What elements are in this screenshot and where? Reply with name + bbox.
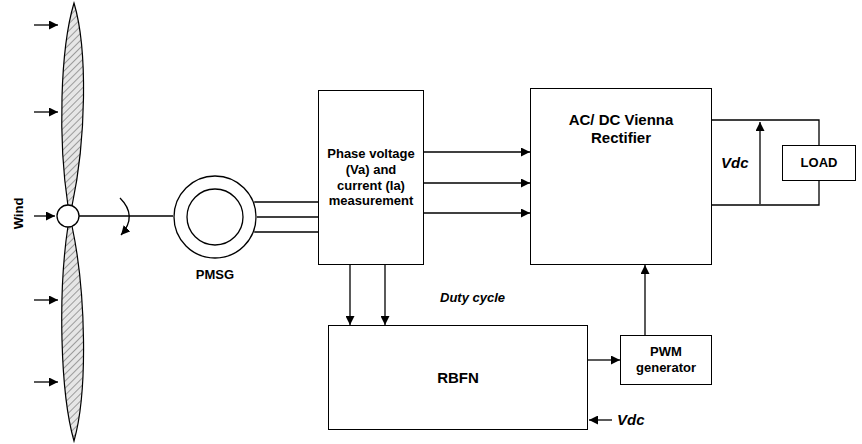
pwm-box: PWM generator: [620, 335, 712, 385]
signal-wire: [588, 359, 620, 360]
voltage-label: Vdc: [617, 411, 645, 428]
node-text: PWM generator: [625, 344, 707, 375]
signal-wire: [644, 265, 645, 335]
signal-wire: [424, 182, 530, 183]
signal-wire: [712, 181, 819, 205]
wind-arrow: [34, 215, 55, 216]
wind-arrow: [34, 24, 58, 25]
turbine-hub: [57, 205, 79, 227]
wind-arrow: [34, 299, 58, 300]
generator-inner-ring: [187, 189, 243, 245]
node-text: Phase voltage (Va) and current (Ia) meas…: [323, 146, 419, 208]
signal-wire: [384, 265, 385, 325]
signal-wire: [349, 265, 350, 325]
rbfn-box: RBFN: [328, 325, 588, 430]
turbine-shaft: [79, 215, 173, 216]
signal-wire: [424, 151, 530, 152]
wind-arrow: [34, 381, 58, 382]
signal-label: Duty cycle: [440, 290, 505, 305]
feedback-arrow: [589, 419, 612, 420]
generator-circle: PMSG: [173, 175, 257, 259]
node-text: LOAD: [801, 155, 838, 171]
rotation-arrow: [120, 198, 129, 235]
voltage-label: Vdc: [721, 154, 749, 171]
signal-wire: [712, 120, 819, 145]
wind-arrow: [34, 111, 58, 112]
signal-wire: [424, 212, 530, 213]
generator-outer-ring: [174, 176, 256, 258]
signal-wire: [254, 201, 318, 202]
turbine-blade: [62, 3, 84, 206]
wind-label: Wind: [11, 196, 26, 232]
node-text: AC/ DC Vienna Rectifier: [556, 111, 686, 147]
voltage-arrow: [759, 122, 760, 204]
measurement-box: Phase voltage (Va) and current (Ia) meas…: [318, 90, 424, 265]
signal-wire: [254, 231, 318, 232]
node-text: PMSG: [196, 267, 234, 283]
rectifier-box: AC/ DC Vienna Rectifier: [530, 88, 712, 265]
node-text: RBFN: [437, 369, 479, 387]
signal-wire: [257, 216, 318, 217]
generator-outline: [173, 175, 257, 259]
turbine-blade: [62, 226, 84, 441]
load-box: LOAD: [782, 145, 856, 181]
